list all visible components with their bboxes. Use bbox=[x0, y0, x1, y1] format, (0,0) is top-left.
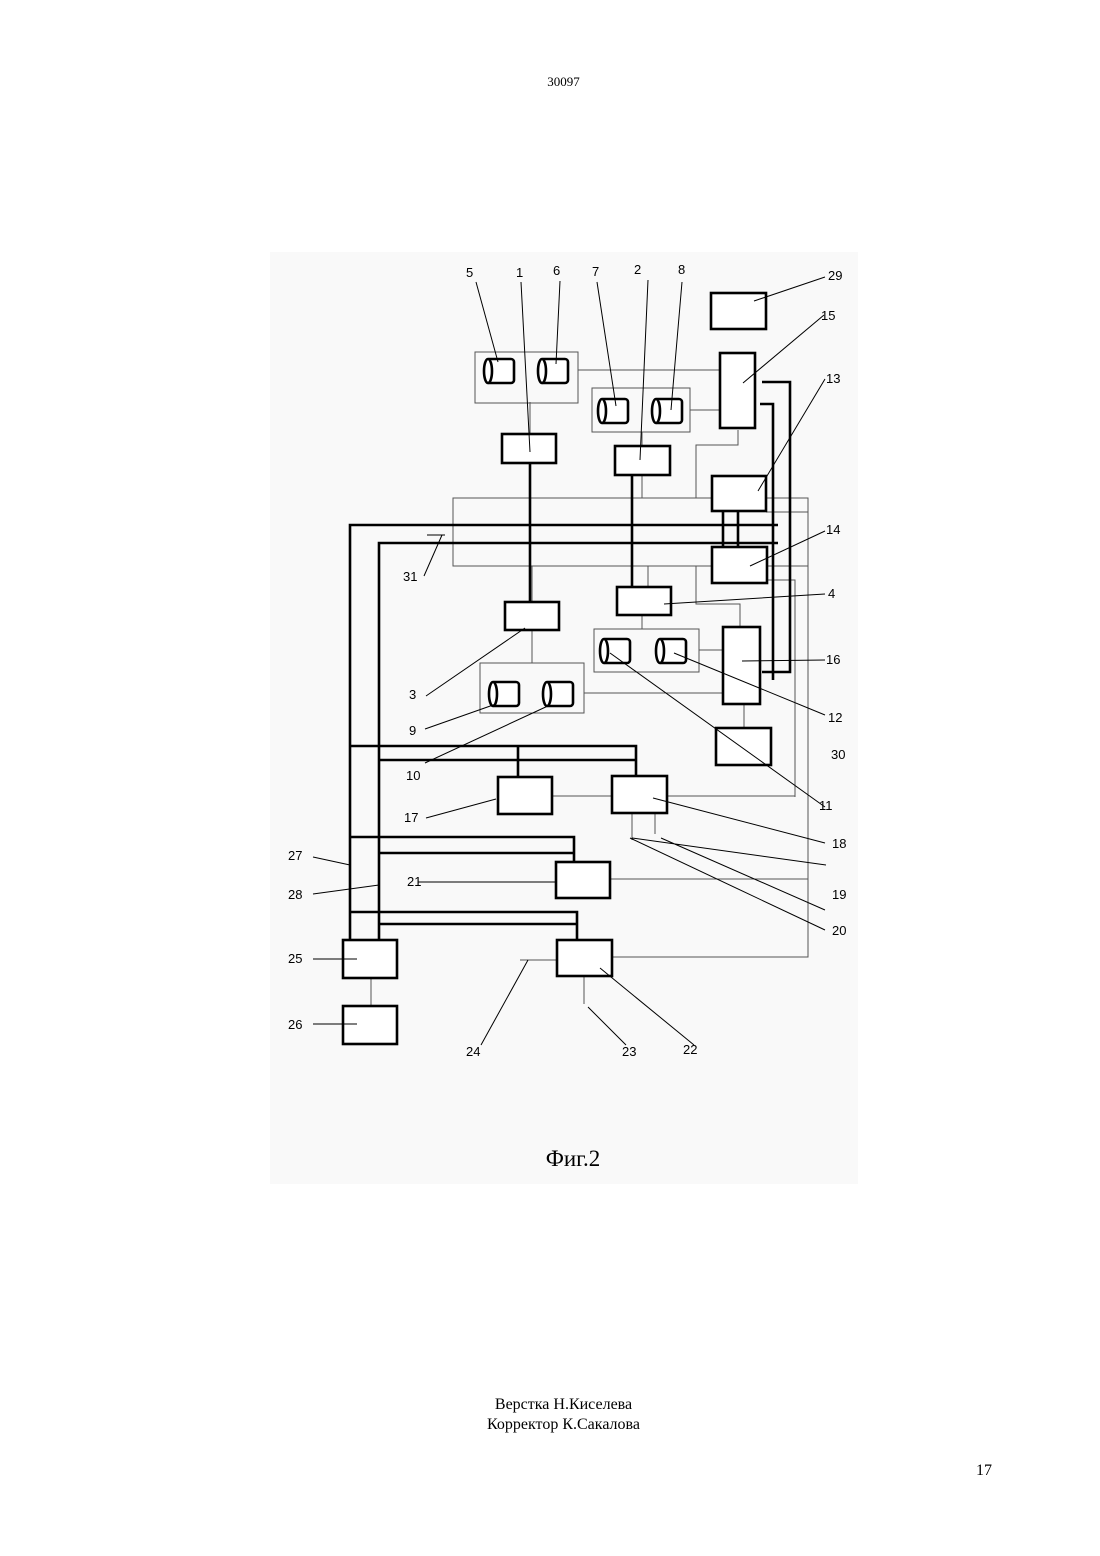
label-26: 26 bbox=[288, 1017, 302, 1032]
block-30 bbox=[716, 728, 771, 765]
label-6: 6 bbox=[553, 263, 560, 278]
label-12: 12 bbox=[828, 710, 842, 725]
cylinder-5 bbox=[484, 359, 514, 383]
label-23: 23 bbox=[622, 1044, 636, 1059]
proofreader-credit: Корректор К.Сакалова bbox=[0, 1415, 1100, 1435]
label-2: 2 bbox=[634, 262, 641, 277]
label-11: 11 bbox=[819, 798, 833, 813]
cylinder-12 bbox=[656, 639, 686, 663]
block-16 bbox=[723, 627, 760, 704]
credits-block: Верстка Н.Киселева Корректор К.Сакалова bbox=[0, 1395, 1100, 1435]
block-26 bbox=[343, 1006, 397, 1044]
label-3: 3 bbox=[409, 687, 416, 702]
label-27: 27 bbox=[288, 848, 302, 863]
block-29 bbox=[711, 293, 766, 329]
label-28: 28 bbox=[288, 887, 302, 902]
label-4: 4 bbox=[828, 586, 835, 601]
page-number: 17 bbox=[976, 1462, 992, 1480]
block-3 bbox=[505, 602, 559, 630]
block-2 bbox=[615, 446, 670, 475]
label-16: 16 bbox=[826, 652, 840, 667]
label-14: 14 bbox=[826, 522, 840, 537]
label-13: 13 bbox=[826, 371, 840, 386]
block-21 bbox=[556, 862, 610, 898]
block-13 bbox=[712, 476, 766, 511]
cylinder-10 bbox=[543, 682, 573, 706]
cylinder-6 bbox=[538, 359, 568, 383]
figure-caption: Фиг.2 bbox=[0, 1146, 1100, 1172]
cylinder-9 bbox=[489, 682, 519, 706]
label-8: 8 bbox=[678, 262, 685, 277]
label-24: 24 bbox=[466, 1044, 480, 1059]
block-18 bbox=[612, 776, 667, 813]
block-17 bbox=[498, 777, 552, 814]
label-17: 17 bbox=[404, 810, 418, 825]
block-diagram: 5 1 6 7 2 8 29 15 13 14 31 4 16 3 12 9 3… bbox=[270, 252, 858, 1122]
label-5: 5 bbox=[466, 265, 473, 280]
block-4 bbox=[617, 587, 671, 615]
label-22: 22 bbox=[683, 1042, 697, 1057]
document-number: 30097 bbox=[0, 74, 1100, 90]
block-15 bbox=[720, 353, 755, 428]
label-9: 9 bbox=[409, 723, 416, 738]
cylinder-7 bbox=[598, 399, 628, 423]
cylinder-11 bbox=[600, 639, 630, 663]
label-25: 25 bbox=[288, 951, 302, 966]
layout-credit: Верстка Н.Киселева bbox=[0, 1395, 1100, 1415]
label-30: 30 bbox=[831, 747, 845, 762]
label-18: 18 bbox=[832, 836, 846, 851]
label-21: 21 bbox=[407, 874, 421, 889]
label-7: 7 bbox=[592, 264, 599, 279]
cylinder-8 bbox=[652, 399, 682, 423]
label-1: 1 bbox=[516, 265, 523, 280]
label-19: 19 bbox=[832, 887, 846, 902]
label-10: 10 bbox=[406, 768, 420, 783]
label-15: 15 bbox=[821, 308, 835, 323]
label-29: 29 bbox=[828, 268, 842, 283]
label-20: 20 bbox=[832, 923, 846, 938]
label-31: 31 bbox=[403, 569, 417, 584]
block-14 bbox=[712, 547, 767, 583]
